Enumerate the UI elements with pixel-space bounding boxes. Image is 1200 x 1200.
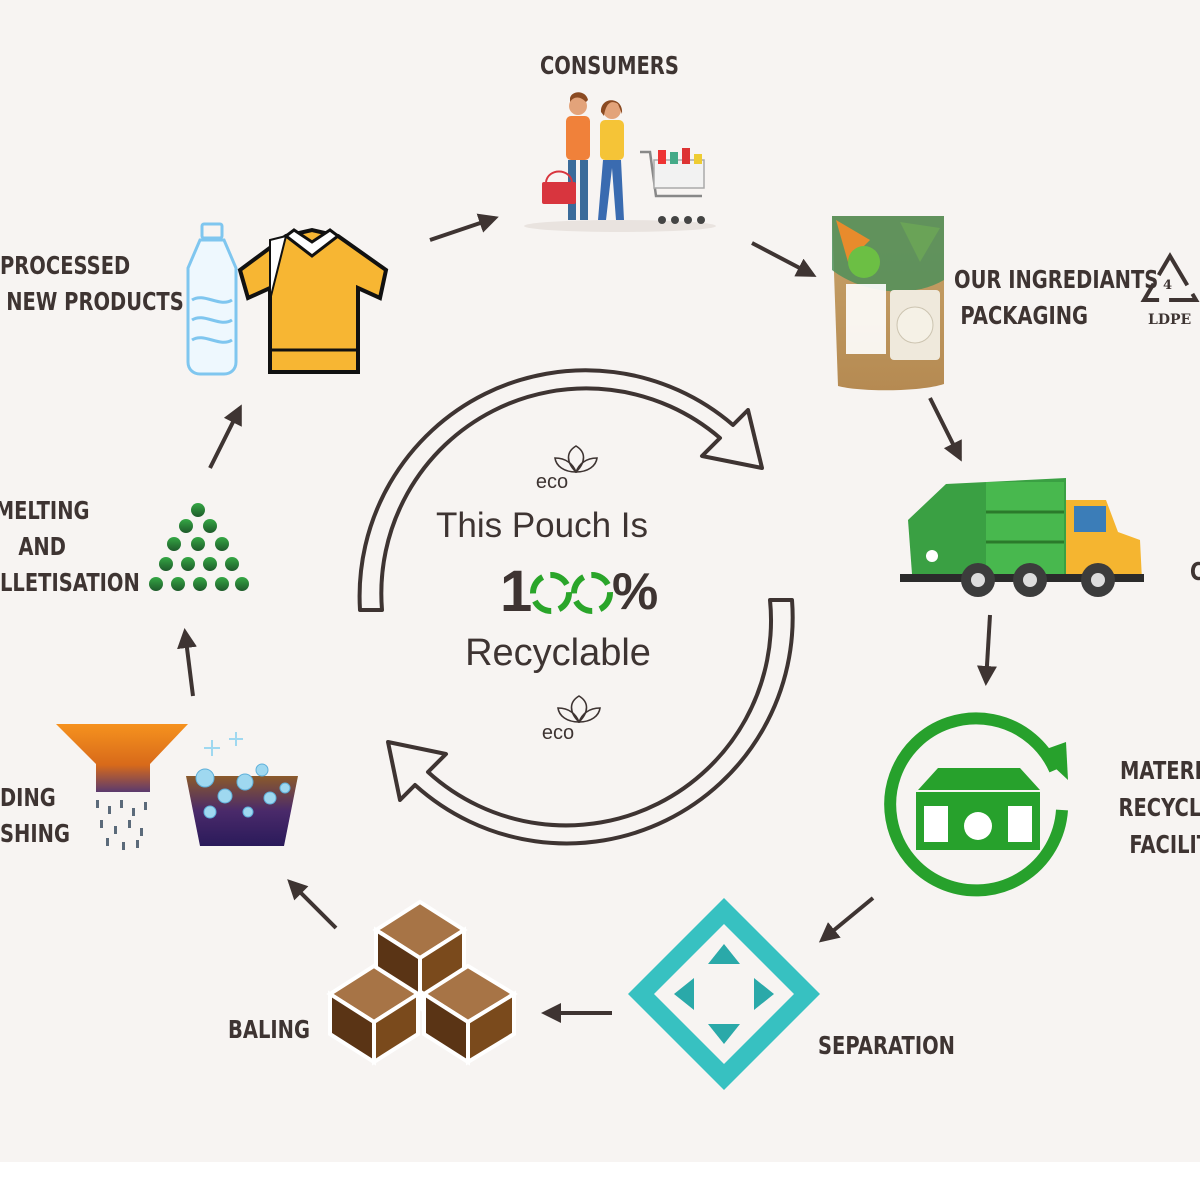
center-line-pouch: This Pouch Is (435, 506, 649, 545)
label-packaging: OUR INGREDIANTS PACKAGING (954, 265, 1159, 330)
mrf-recycling-facility-icon (884, 712, 1068, 897)
eco-label-bottom: eco (541, 722, 575, 744)
shredding-hopper-icon (56, 724, 188, 850)
center-line-recyclable: Recyclable (465, 632, 651, 674)
garbage-truck-illustration (900, 478, 1144, 597)
label-shredding-washing: DING SHING (0, 783, 70, 848)
arrow-baling-to-shredding (287, 879, 338, 930)
flow-arrows (177, 213, 997, 1023)
center-percent-sign: % (612, 563, 659, 621)
center-recycle-arrows (357, 368, 795, 846)
label-new-products: PROCESSED NEW PRODUCTS (0, 251, 184, 316)
center-arrow-bottom (386, 598, 795, 846)
polo-shirt-icon (237, 227, 389, 374)
center-percent-1: 1 (500, 559, 533, 624)
center-arrow-top (357, 368, 764, 612)
separation-icon (628, 898, 820, 1090)
eco-label-top: eco (535, 471, 569, 493)
ldpe-recycle-code-icon (1140, 252, 1200, 302)
label-collection: C (1190, 554, 1200, 590)
percent-zero-icons (530, 572, 613, 614)
eco-leaf-icon-bottom (557, 695, 601, 724)
ldpe-code-text: LDPE (1148, 312, 1192, 328)
label-mrf: MATERIA RECYCLI FACILIT (1118, 756, 1200, 859)
arrow-shredding-to-melting (177, 628, 197, 697)
arrow-mrf-to-separation (818, 896, 875, 943)
label-separation: SEPARATION (818, 1031, 956, 1060)
consumers-illustration (524, 92, 716, 232)
arrow-collection-to-mrf (976, 614, 997, 686)
arrow-consumers-to-packaging (751, 241, 817, 277)
label-melting-pelletisation: MELTING AND LLETISATION (0, 496, 140, 597)
zero-recycle-icon-1 (530, 572, 572, 614)
ldpe-code-number: 4 (1163, 278, 1173, 293)
baling-bales-icon (326, 899, 518, 1066)
pouch-illustration (832, 216, 944, 391)
eco-leaf-icon-top (554, 445, 598, 474)
zero-recycle-icon-2 (571, 572, 613, 614)
water-bottle-icon (186, 222, 238, 376)
arrow-melting-to-products (208, 404, 242, 469)
label-baling: BALING (228, 1015, 310, 1044)
bottom-band (0, 1162, 1200, 1200)
pellets-pyramid-icon (149, 503, 249, 591)
arrow-packaging-to-collection (928, 397, 962, 462)
label-consumers: CONSUMERS (540, 51, 679, 80)
washing-tub-icon (186, 732, 298, 846)
arrow-products-to-consumers (429, 213, 499, 242)
